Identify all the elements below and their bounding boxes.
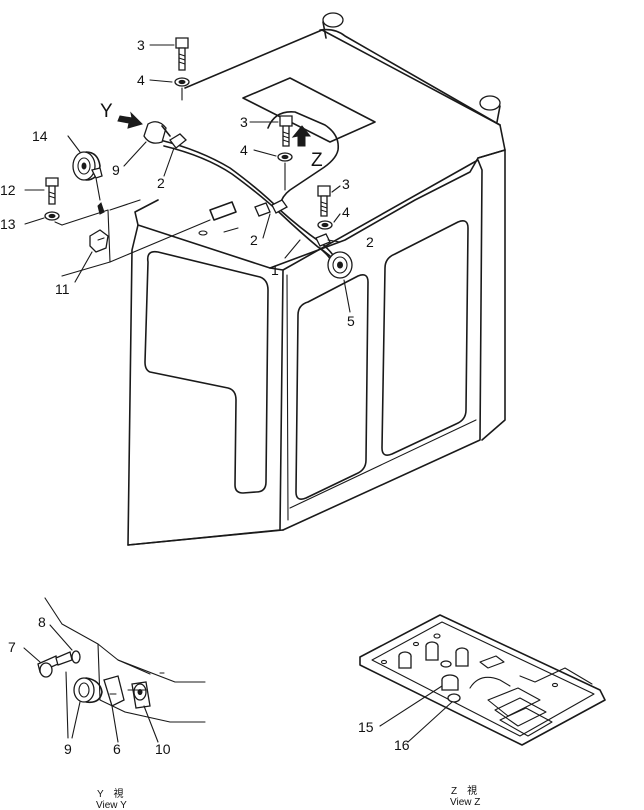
label-1: 1 [271,262,279,278]
label-5: 5 [347,313,355,329]
washer-4-right [317,220,333,230]
clip-2-top [169,133,187,149]
washer-4-top [174,77,190,87]
washer-13 [44,211,60,221]
label-6: 6 [113,741,121,757]
label-9: 9 [112,162,120,178]
washer-8 [71,650,81,664]
label-12: 12 [0,182,16,198]
clip-2-right [315,233,331,247]
label-11: 11 [55,281,70,297]
label-13: 13 [0,216,16,232]
label-7: 7 [8,639,16,655]
label-3: 3 [137,37,145,53]
bolt-12 [45,177,59,205]
bracket-11 [54,209,111,277]
label-2: 2 [366,234,374,250]
bolt-3-top [175,37,189,71]
label-2: 2 [157,175,165,191]
view-z-caption: View Z [450,797,480,808]
washer-4-center [277,152,293,162]
label-10: 10 [155,741,171,757]
connector-16 [447,693,461,703]
view-z-marker: Z [311,150,323,171]
label-3: 3 [240,114,248,130]
clip-2-left [254,202,271,217]
label-14: 14 [32,128,48,144]
view-y-arrow [117,111,143,129]
label-15: 15 [358,719,374,735]
leaders-main [24,44,351,313]
corner-pad [479,95,501,111]
view-z-detail [359,614,606,746]
connector-9 [143,121,167,144]
clip-2-mid [271,199,288,214]
label-4: 4 [240,142,248,158]
lamp-14 [72,151,105,215]
lamp-5 [319,247,353,279]
label-3: 3 [342,176,350,192]
view-z-caption-jp: Z 視 [451,784,477,797]
guide-line [109,219,211,263]
bracket-6 [103,675,125,707]
part-labels: 3 4 3 4 3 4 2 2 2 9 1 5 14 12 13 11 Y Z … [0,37,480,810]
view-y-caption: View Y [96,800,127,810]
label-9: 9 [64,741,72,757]
bolt-3-center [279,115,293,147]
view-z-arrow [291,125,312,147]
label-8: 8 [38,614,46,630]
lamp-9-view [73,677,95,703]
guide-line [109,199,141,211]
corner-pad [322,12,344,28]
wiring-harness [143,111,340,263]
view-y-detail [23,597,206,743]
view-y-caption-jp: Y 視 [97,787,124,800]
label-2: 2 [250,232,258,248]
cab-body [127,12,506,546]
view-y-marker: Y [100,101,113,122]
bolt-3-right [317,185,331,217]
label-4: 4 [342,204,350,220]
label-4: 4 [137,72,145,88]
label-16: 16 [394,737,410,753]
